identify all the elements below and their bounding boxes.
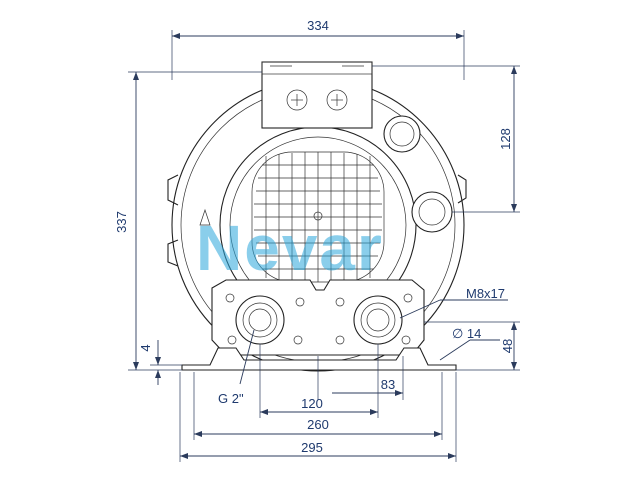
flange-bolt-icon — [335, 335, 345, 345]
flange-bolt-icon — [227, 335, 237, 345]
flange-bolt-icon — [295, 297, 305, 307]
blower-body — [167, 61, 467, 372]
dim-hole-spacing: 260 — [307, 417, 329, 432]
cable-gland-upper — [383, 115, 421, 153]
dimensions: 334 337 128 48 4 M8x17 — [114, 18, 520, 462]
dim-motor-height: 128 — [498, 128, 513, 150]
dim-thread: M8x17 — [466, 286, 505, 301]
left-lug-lower — [167, 239, 179, 267]
flange-bolt-icon — [335, 297, 345, 307]
terminal-box — [261, 61, 373, 129]
dim-overall-height: 337 — [114, 211, 129, 233]
terminal-screw-left-icon — [286, 89, 308, 111]
flange-bolt-icon — [401, 335, 411, 345]
right-lug-upper — [457, 174, 467, 204]
dim-port-spacing: 120 — [301, 396, 323, 411]
dim-hole-diameter: ∅ 14 — [452, 326, 481, 341]
flange-bolt-icon — [403, 293, 413, 303]
dim-base-width: 295 — [301, 440, 323, 455]
dim-overall-width: 334 — [307, 18, 329, 33]
flange-bolt-icon — [293, 335, 303, 345]
cable-gland-lower — [411, 191, 453, 233]
dim-base-height: 48 — [500, 339, 515, 353]
terminal-box-lid — [261, 61, 373, 75]
dim-port-size: G 2" — [218, 391, 244, 406]
dim-foot-thickness: 4 — [138, 344, 153, 351]
fan-grille — [251, 151, 385, 283]
rotation-arrow-icon — [199, 208, 211, 226]
left-lug-upper — [167, 174, 179, 206]
flange-bolt-icon — [225, 293, 235, 303]
terminal-screw-right-icon — [326, 89, 348, 111]
dim-port-offset: 83 — [381, 377, 395, 392]
watermark-text: Nevar — [196, 212, 384, 284]
